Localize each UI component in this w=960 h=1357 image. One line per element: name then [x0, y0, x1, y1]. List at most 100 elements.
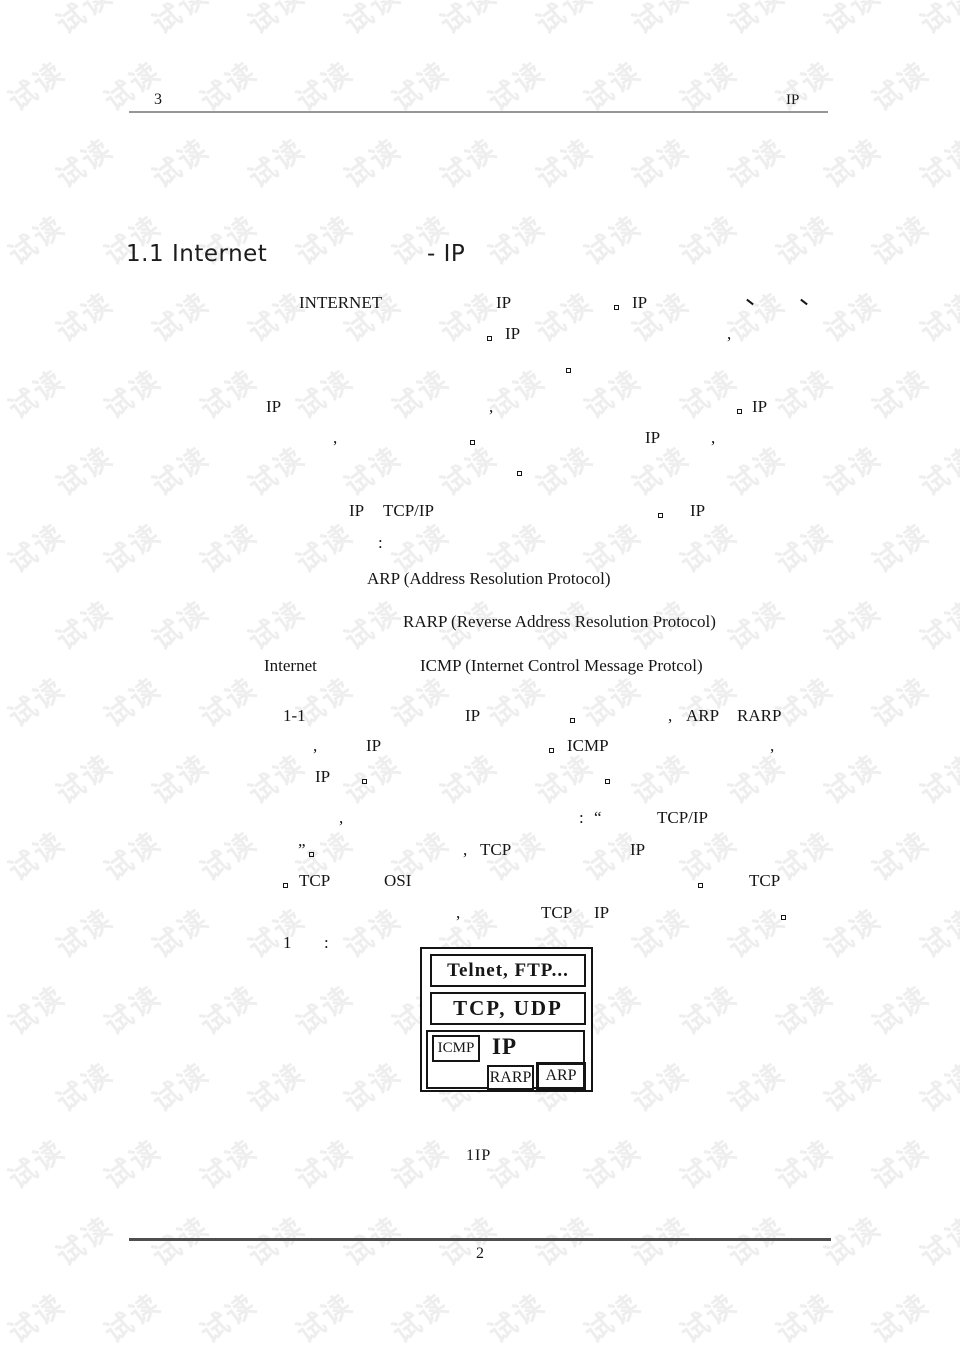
text-fragment: IP	[630, 840, 646, 859]
cjk-comma-mark	[746, 298, 754, 306]
watermark-text: 试读	[242, 285, 312, 349]
arp-label: ARP	[545, 1067, 577, 1084]
cjk-period-mark	[487, 336, 492, 341]
watermark-text: 试读	[674, 54, 744, 118]
footer-page-number: 2	[476, 1245, 484, 1262]
text-fragment: ARP	[686, 706, 720, 725]
cjk-period-mark	[517, 471, 522, 476]
text-fragment: :	[579, 808, 584, 827]
text-fragment: TCP	[541, 903, 573, 922]
watermark-text: 试读	[530, 439, 600, 503]
text-fragment: IP	[496, 293, 512, 312]
watermark-text: 试读	[50, 747, 120, 811]
watermark-text: 试读	[386, 1286, 456, 1350]
watermark-text: 试读	[722, 439, 792, 503]
watermark-text: 试读	[98, 362, 168, 426]
watermark-text: 试读	[290, 978, 360, 1042]
watermark-text: 试读	[50, 593, 120, 657]
text-fragment: IP	[465, 706, 481, 725]
watermark-text: 试读	[914, 593, 960, 657]
section-number: 1.1	[126, 241, 165, 267]
icmp-box: ICMP	[432, 1035, 480, 1062]
rarp-label: RARP	[489, 1068, 532, 1086]
cjk-period-mark	[570, 718, 575, 723]
watermark-text: 试读	[866, 824, 936, 888]
watermark-text: 试读	[578, 54, 648, 118]
cjk-period-mark	[566, 368, 571, 373]
watermark-text: 试读	[578, 670, 648, 734]
watermark-text: 试读	[290, 516, 360, 580]
text-fragment: RARP	[737, 706, 782, 725]
watermark-text: 试读	[98, 516, 168, 580]
watermark-text: 试读	[50, 1055, 120, 1119]
watermark-text: 试读	[818, 593, 888, 657]
watermark-text: 试读	[2, 54, 72, 118]
watermark-text: 试读	[674, 978, 744, 1042]
watermark-text: 试读	[146, 901, 216, 965]
watermark-text: 试读	[2, 670, 72, 734]
watermark-text: 试读	[50, 285, 120, 349]
text-fragment: IP	[645, 428, 661, 447]
text-fragment: IP	[266, 397, 282, 416]
watermark-text: 试读	[194, 1286, 264, 1350]
watermark-text: 试读	[194, 516, 264, 580]
text-fragment: ”	[298, 840, 306, 859]
watermark-text: 试读	[2, 978, 72, 1042]
text-fragment: :	[324, 933, 329, 952]
watermark-text: 试读	[98, 1286, 168, 1350]
transport-layer-label: TCP, UDP	[453, 996, 563, 1020]
watermark-text: 试读	[146, 747, 216, 811]
watermark-text: 试读	[434, 0, 504, 41]
watermark-text: 试读	[50, 0, 120, 41]
watermark-text: 试读	[578, 1286, 648, 1350]
watermark-text: 试读	[722, 593, 792, 657]
header-title: IP	[786, 92, 800, 108]
arp-box: ARP	[536, 1062, 586, 1090]
cjk-period-mark	[698, 883, 703, 888]
watermark-text: 试读	[338, 1055, 408, 1119]
watermark-text: 试读	[530, 285, 600, 349]
text-fragment: TCP/IP	[657, 808, 709, 827]
cjk-period-mark	[781, 915, 786, 920]
section-heading: 1.1 Internet - IP	[0, 241, 960, 269]
watermark-text: 试读	[770, 516, 840, 580]
watermark-text: 试读	[770, 1132, 840, 1196]
watermark-text: 试读	[626, 0, 696, 41]
watermark-text: 试读	[386, 670, 456, 734]
text-fragment: “	[594, 808, 602, 827]
watermark-text: 试读	[434, 439, 504, 503]
text-fragment: ,	[668, 706, 673, 725]
watermark-text: 试读	[818, 439, 888, 503]
watermark-text: 试读	[242, 0, 312, 41]
watermark-text: 试读	[722, 131, 792, 195]
watermark-text: 试读	[338, 593, 408, 657]
watermark-text: 试读	[722, 747, 792, 811]
watermark-text: 试读	[434, 285, 504, 349]
watermark-text: 试读	[146, 1055, 216, 1119]
watermark-text: 试读	[866, 1132, 936, 1196]
watermark-text: 试读	[242, 131, 312, 195]
cjk-period-mark	[605, 779, 610, 784]
text-fragment: 1-1	[283, 706, 306, 725]
network-layer-box: ICMP IP RARP ARP	[426, 1030, 586, 1090]
text-fragment: TCP/IP	[383, 501, 435, 520]
text-fragment: IP	[349, 501, 365, 520]
watermark-text: 试读	[578, 1132, 648, 1196]
cjk-period-mark	[658, 513, 663, 518]
text-fragment: Internet	[264, 656, 317, 675]
watermark-text: 试读	[914, 0, 960, 41]
watermark-text: 试读	[386, 1132, 456, 1196]
watermark-text: 试读	[242, 439, 312, 503]
watermark-text: 试读	[914, 1209, 960, 1273]
watermark-text: 试读	[2, 362, 72, 426]
rarp-box: RARP	[487, 1065, 534, 1090]
section-title-suffix: - IP	[427, 241, 466, 267]
text-fragment: :	[378, 533, 383, 552]
watermark-text: 试读	[146, 439, 216, 503]
watermark-text: 试读	[866, 1286, 936, 1350]
watermark-text: 试读	[434, 131, 504, 195]
watermark-text: 试读	[194, 362, 264, 426]
watermark-text: 试读	[770, 54, 840, 118]
protocol-stack-diagram: Telnet, FTP... TCP, UDP ICMP IP RARP ARP	[420, 947, 593, 1092]
